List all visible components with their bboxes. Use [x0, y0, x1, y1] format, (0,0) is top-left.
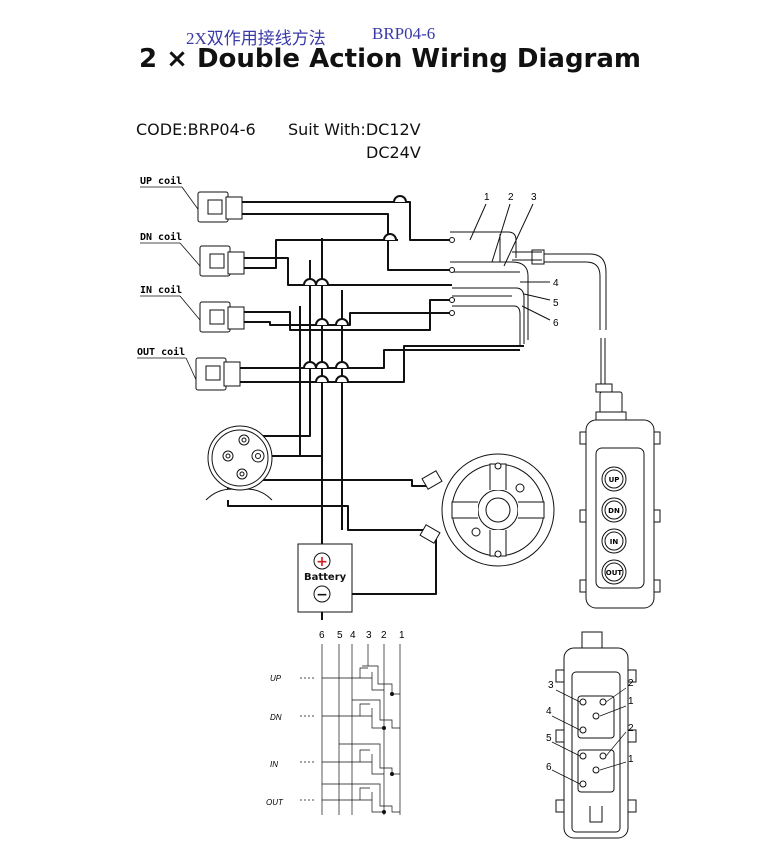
detail-number-1b: 1 [628, 754, 634, 765]
solenoid [205, 425, 273, 501]
connector-number-2: 2 [508, 192, 514, 203]
detail-number-2b: 2 [628, 723, 634, 734]
schematic-col-5: 5 [337, 630, 343, 641]
connector-number-1: 1 [484, 192, 490, 203]
connector-number-3: 3 [531, 192, 537, 203]
schematic: 6 5 4 3 2 1 UP DN IN OUT [266, 630, 405, 815]
code-label: CODE:BRP04-6 [136, 120, 256, 139]
coil-connector-up [197, 191, 243, 223]
schematic-col-4: 4 [350, 630, 356, 641]
detail-number-5: 5 [546, 733, 552, 744]
coil-label-dn: DN coil [140, 231, 182, 243]
coil-connector-out [195, 357, 241, 391]
pendant-button-out: OUT [606, 569, 623, 577]
schematic-row-up: UP [270, 674, 282, 683]
schematic-row-in: IN [270, 760, 278, 769]
suit-label-2: DC24V [366, 143, 421, 162]
wires [227, 201, 524, 620]
chinese-code: BRP04-6 [372, 24, 436, 43]
pendant-button-in: IN [610, 538, 619, 546]
pendant-button-up: UP [609, 476, 620, 484]
battery-label: Battery [304, 572, 347, 583]
coil-label-up: UP coil [140, 175, 182, 187]
terminal-block [449, 203, 551, 346]
detail-number-4: 4 [546, 706, 552, 717]
coil-label-in: IN coil [140, 284, 182, 296]
pendant-detail [555, 631, 637, 839]
connector-number-4: 4 [553, 278, 559, 289]
schematic-row-out: OUT [266, 798, 284, 807]
schematic-col-3: 3 [366, 630, 372, 641]
battery-plus: + [316, 554, 328, 570]
connector-number-6: 6 [553, 318, 559, 329]
coil-connector-in [199, 301, 245, 333]
schematic-col-2: 2 [381, 630, 387, 641]
detail-number-3: 3 [548, 680, 554, 691]
chinese-title: 2X双作用接线方法 [186, 29, 326, 48]
suit-label: Suit With:DC12V [288, 120, 421, 139]
detail-number-1a: 1 [628, 696, 634, 707]
schematic-row-dn: DN [270, 713, 282, 722]
battery [297, 543, 353, 613]
schematic-col-6: 6 [319, 630, 325, 641]
coil-label-out: OUT coil [137, 346, 185, 358]
detail-number-2a: 2 [628, 678, 634, 689]
schematic-col-1: 1 [399, 630, 405, 641]
detail-number-6: 6 [546, 762, 552, 773]
pendant-button-dn: DN [608, 507, 620, 515]
connector-number-5: 5 [553, 298, 559, 309]
pendant-cable [544, 253, 607, 386]
battery-minus: − [316, 587, 328, 603]
pendant-controller [579, 383, 661, 609]
motor [419, 453, 555, 567]
page-title: 2 × Double Action Wiring Diagram [138, 44, 642, 74]
coil-connector-dn [199, 245, 245, 277]
